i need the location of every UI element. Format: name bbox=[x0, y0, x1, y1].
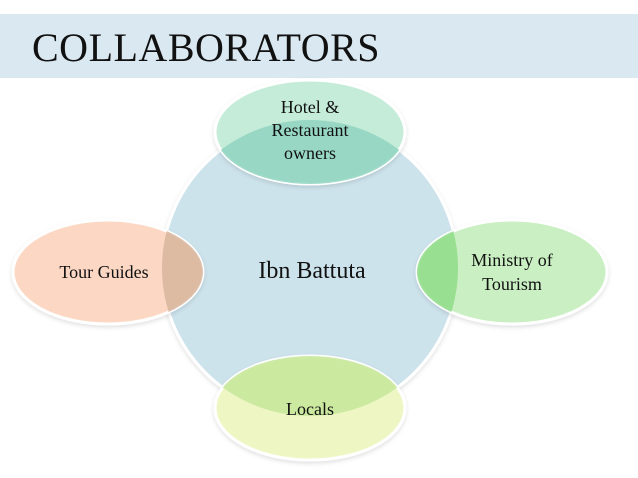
ministry-label-line-2: Tourism bbox=[482, 274, 542, 294]
overlap-hotel bbox=[215, 120, 405, 184]
hotel-label-line-2: Restaurant bbox=[272, 120, 349, 140]
hotel-label-line-1: Hotel & bbox=[281, 97, 340, 117]
overlap-locals bbox=[215, 356, 405, 416]
title-bar bbox=[0, 14, 638, 78]
locals-label: Locals bbox=[286, 399, 334, 419]
tour-guides-label: Tour Guides bbox=[59, 262, 148, 282]
slide-title: COLLABORATORS bbox=[32, 25, 381, 70]
center-label: Ibn Battuta bbox=[258, 258, 366, 284]
ministry-label-line-1: Ministry of bbox=[471, 250, 553, 270]
hotel-label-line-3: owners bbox=[284, 143, 336, 163]
